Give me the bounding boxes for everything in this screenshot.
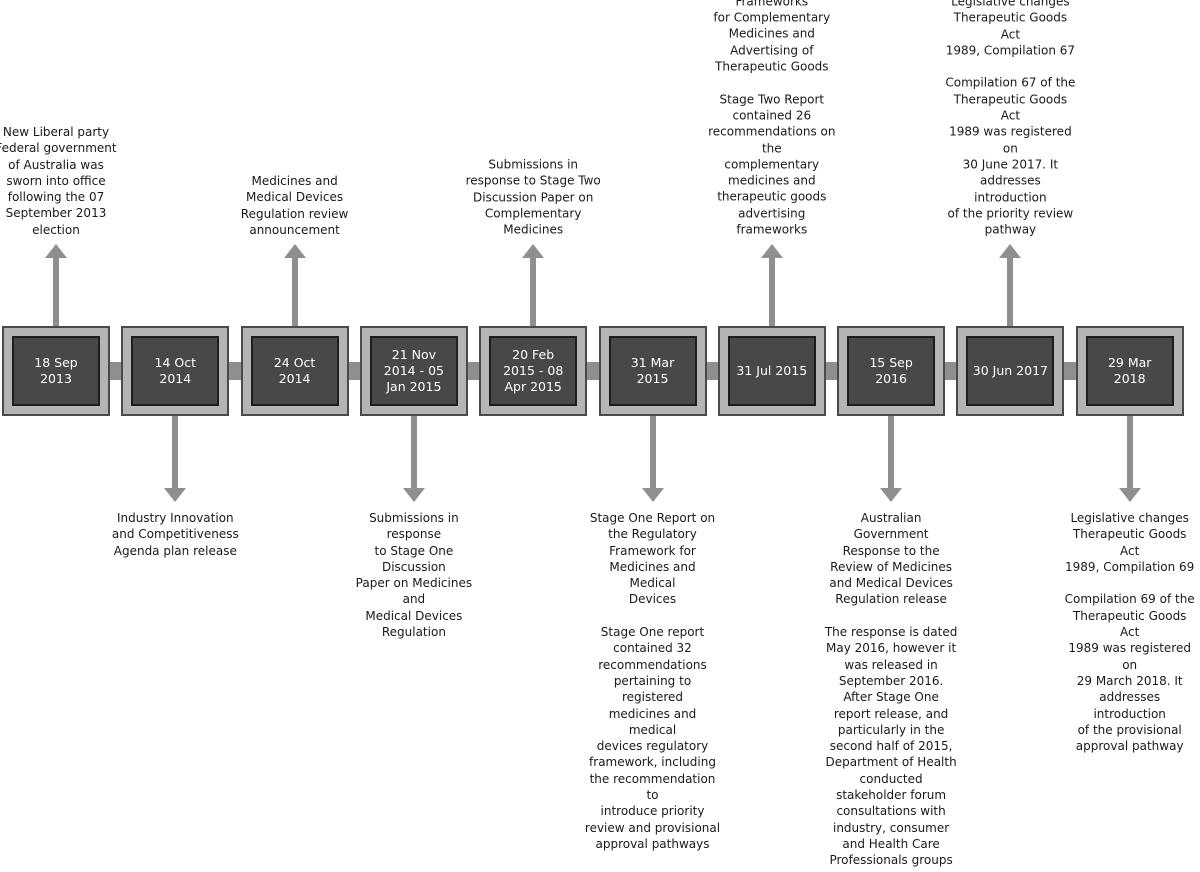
event-description: Industry Innovation and Competitiveness …: [111, 511, 239, 558]
timeline-date: 15 Sep 2016: [847, 336, 936, 406]
arrow-up-icon: [45, 244, 67, 258]
timeline-node: 31 Mar 2015: [598, 326, 707, 416]
event-description: Stage Two Report on the Regulatory Frame…: [708, 0, 836, 237]
arrow-shaft: [172, 416, 179, 488]
timeline-node: 18 Sep 2013: [2, 326, 110, 416]
timeline-date: 31 Mar 2015: [608, 336, 697, 406]
timeline-date: 18 Sep 2013: [12, 336, 100, 406]
event-description: Medicines and Medical Devices Regulation…: [240, 173, 349, 237]
timeline-node: 15 Sep 2016: [837, 326, 946, 416]
arrow-down-icon: [164, 488, 187, 502]
arrow-shaft: [291, 258, 298, 326]
arrow-up-icon: [999, 244, 1022, 258]
timeline-node: 20 Feb 2015 - 08 Apr 2015: [479, 326, 588, 416]
arrow-down-icon: [402, 488, 425, 502]
arrow-shaft: [649, 416, 656, 488]
timeline-node: 14 Oct 2014: [121, 326, 230, 416]
arrow-up-icon: [283, 244, 306, 258]
event-description: Submissions in response to Stage Two Dis…: [465, 157, 601, 237]
event-description: Submissions in response to Stage One Dis…: [355, 511, 473, 640]
event-description: Legislative changes Therapeutic Goods Ac…: [945, 0, 1076, 237]
arrow-shaft: [888, 416, 895, 488]
timeline-connector: [346, 362, 362, 380]
timeline-node: 31 Jul 2015: [717, 326, 826, 416]
timeline-date: 31 Jul 2015: [727, 336, 816, 406]
timeline-connector: [108, 362, 124, 380]
arrow-up-icon: [760, 244, 783, 258]
timeline-connector: [823, 362, 840, 380]
arrow-down-icon: [880, 488, 903, 502]
timeline-node: 29 Mar 2018: [1075, 326, 1184, 416]
event-description: New Liberal party Federal government of …: [0, 124, 117, 237]
timeline-date: 14 Oct 2014: [131, 336, 220, 406]
arrow-shaft: [1007, 258, 1014, 326]
timeline-node: 21 Nov 2014 - 05 Jan 2015: [359, 326, 468, 416]
event-description: Legislative changes Therapeutic Goods Ac…: [1064, 511, 1195, 754]
event-description: Australian Government Response to the Re…: [824, 511, 958, 868]
arrow-down-icon: [1118, 488, 1141, 502]
arrow-up-icon: [522, 244, 545, 258]
arrow-down-icon: [641, 488, 664, 502]
timeline-node: 24 Oct 2014: [240, 326, 349, 416]
timeline-date: 20 Feb 2015 - 08 Apr 2015: [489, 336, 578, 406]
timeline-connector: [585, 362, 601, 380]
timeline-date: 29 Mar 2018: [1085, 336, 1174, 406]
arrow-shaft: [1126, 416, 1133, 488]
timeline-node: 30 Jun 2017: [956, 326, 1065, 416]
arrow-shaft: [768, 258, 775, 326]
arrow-shaft: [53, 258, 59, 326]
timeline-connector: [1062, 362, 1078, 380]
timeline-date: 24 Oct 2014: [250, 336, 339, 406]
timeline-connector: [465, 362, 482, 380]
timeline-connector: [943, 362, 959, 380]
arrow-shaft: [530, 258, 537, 326]
timeline-date: 30 Jun 2017: [966, 336, 1055, 406]
timeline-date: 21 Nov 2014 - 05 Jan 2015: [369, 336, 458, 406]
event-description: Stage One Report on the Regulatory Frame…: [584, 511, 721, 851]
timeline-connector: [704, 362, 720, 380]
arrow-shaft: [410, 416, 417, 488]
timeline-connector: [227, 362, 243, 380]
